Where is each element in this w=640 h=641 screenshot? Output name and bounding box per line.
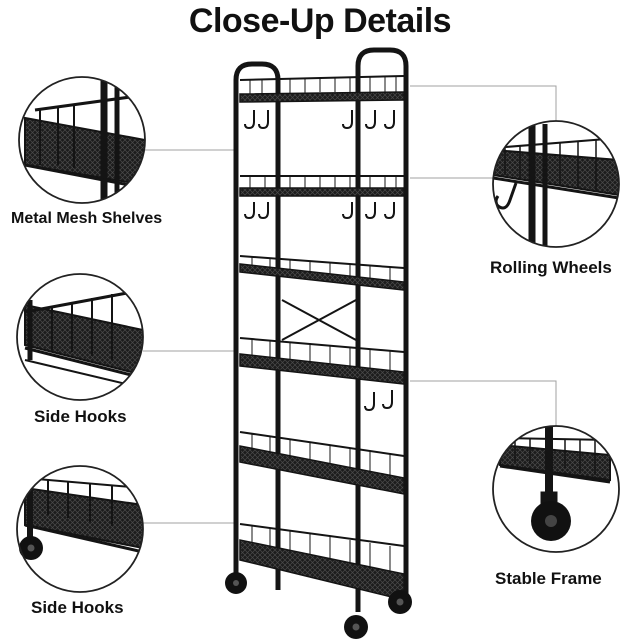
cart-hooks <box>244 110 395 412</box>
leader-line-wheels <box>410 85 557 121</box>
shelf-6 <box>239 523 405 601</box>
leader-lines <box>143 85 557 524</box>
callout-label-rolling-wheels: Rolling Wheels <box>490 258 612 277</box>
detail-circle-mesh <box>18 76 146 204</box>
shelf-5 <box>239 431 405 495</box>
shelf-1 <box>239 75 405 103</box>
cart-wheels <box>225 572 412 639</box>
callout-label-stable-frame: Stable Frame <box>495 569 602 588</box>
detail-circle-wheels <box>492 120 620 248</box>
leader-line-frame <box>410 380 557 426</box>
callout-label-side-hooks-mid: Side Hooks <box>34 407 127 426</box>
detail-circle-frame <box>492 425 620 553</box>
callout-label-mesh-shelves: Metal Mesh Shelves <box>11 210 163 227</box>
shelf-4 <box>239 337 405 385</box>
cart-illustration <box>233 47 409 612</box>
page-title: Close-Up Details <box>188 2 452 40</box>
detail-circle-hooks-bottom <box>16 465 144 593</box>
shelf-2 <box>239 175 405 197</box>
detail-circle-hooks-mid <box>16 273 144 401</box>
shelf-3 <box>239 255 405 291</box>
callout-label-side-hooks-bottom: Side Hooks <box>31 598 124 617</box>
